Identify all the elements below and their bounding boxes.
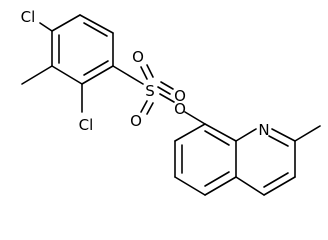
bond-s-o-bottom-a [140, 100, 148, 113]
bond-c-s [112, 65, 144, 85]
bond [235, 128, 257, 142]
atom-oxygen-ester: O [174, 100, 186, 118]
bond-s-o-right-b [160, 81, 174, 90]
bond-methyl [21, 65, 53, 85]
bond [204, 176, 237, 196]
bond [271, 128, 296, 142]
bond-s-o-left-b [146, 64, 154, 78]
bond-cl-top [39, 22, 53, 32]
bond [204, 130, 230, 146]
atom-oxygen-right: O [174, 87, 186, 105]
benzene-ring [51, 14, 114, 85]
bond-s-o-right-a [157, 86, 171, 95]
bond-o-c8 [184, 111, 206, 125]
bond [204, 123, 237, 142]
bond [81, 65, 114, 85]
atom-nitrogen: N [258, 121, 269, 139]
structure-canvas: Cl Cl S O O O O N [21, 8, 321, 196]
atom-cl-top: Cl [21, 8, 36, 26]
bond [174, 123, 206, 142]
bond [204, 171, 230, 187]
quinoline-pyridine-ring [235, 128, 296, 196]
bond [174, 176, 206, 196]
bond [268, 135, 289, 147]
molecule-diagram: Cl Cl S O O O O N [21, 8, 321, 196]
bond [79, 14, 114, 34]
bond-s-o-bottom-b [146, 102, 154, 115]
bond-methyl-quinoline [294, 125, 321, 142]
bond-s-o-ester [159, 93, 175, 103]
atom-cl-bottom: Cl [79, 116, 94, 134]
atom-sulfur: S [145, 82, 155, 100]
bond [235, 176, 265, 196]
atom-oxygen-left: O [132, 48, 144, 66]
atom-oxygen-bottom: O [130, 112, 142, 130]
bond [83, 22, 108, 37]
bond-s-o-left-a [140, 66, 148, 80]
bond [263, 172, 289, 188]
bond [51, 65, 83, 85]
bond [263, 176, 296, 196]
bond [83, 60, 109, 76]
quinoline-benzo-ring [174, 123, 237, 196]
bond [51, 14, 81, 32]
